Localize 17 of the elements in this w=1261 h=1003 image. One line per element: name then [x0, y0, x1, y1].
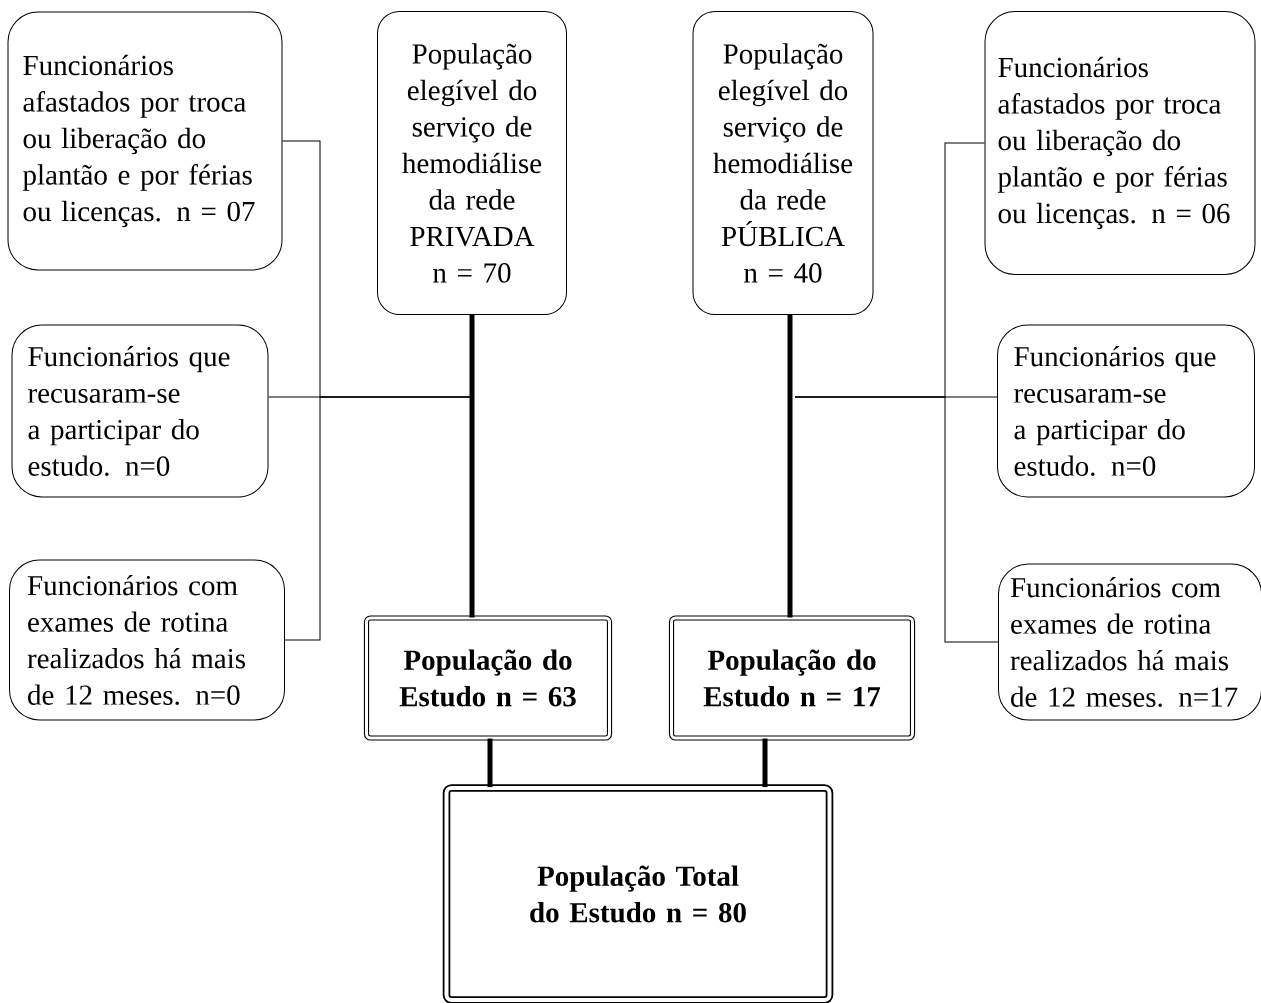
exclusion-box: Funcionários que recusaram-se a participar do estudo. n=0	[11, 324, 269, 498]
exclusion-box: Funcionários com exames de rotina realizados há mais de 12 meses. n=17	[998, 563, 1261, 721]
population-box: População elegível do serviço de hemodiálise da rede PRIVADA n = 70	[377, 11, 567, 315]
study-population-box: População do Estudo n = 63	[363, 615, 613, 741]
exclusion-box: Funcionários que recusaram-se a participar do estudo. n=0	[997, 324, 1255, 498]
connector-line	[762, 738, 768, 788]
connector-line	[284, 396, 473, 641]
total-population-box: População Total do Estudo n = 80	[442, 784, 834, 1003]
connector-line	[487, 738, 493, 788]
connector-line	[794, 396, 999, 643]
exclusion-box: Funcionários com exames de rotina realizados há mais de 12 meses. n=0	[9, 559, 285, 721]
study-population-box: População do Estudo n = 17	[668, 615, 916, 741]
connector-line	[787, 315, 793, 618]
population-box: População elegível do serviço de hemodiálise da rede PÚBLICA n = 40	[692, 11, 874, 315]
exclusion-box: Funcionários afastados por troca ou liberação do plantão e por férias ou licenças. n = 06	[984, 11, 1256, 275]
connector-line	[469, 315, 475, 618]
exclusion-box: Funcionários afastados por troca ou liberação do plantão e por férias ou licenças. n = 07	[7, 11, 283, 271]
